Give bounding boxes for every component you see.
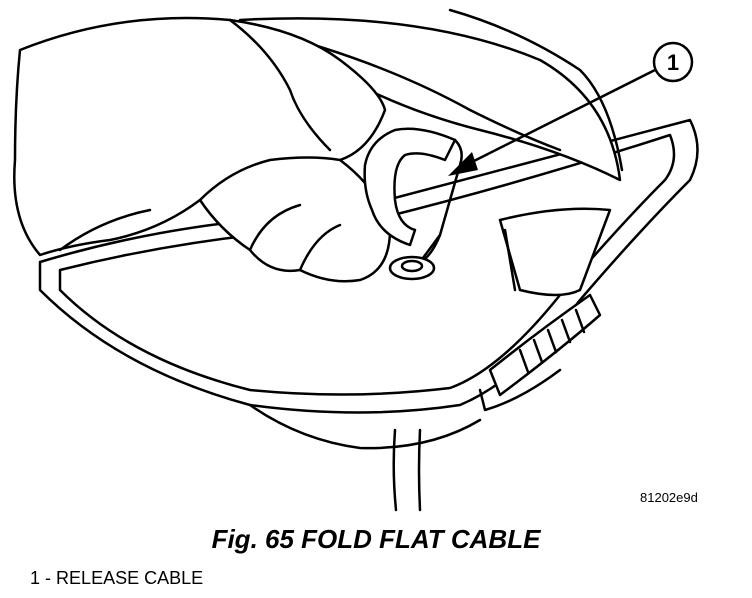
release-cable-handle xyxy=(363,127,457,247)
fold-flat-cable-illustration: 1 xyxy=(13,8,699,512)
lower-cable xyxy=(392,428,398,512)
legend-separator: - xyxy=(45,568,52,588)
figure-caption: Fig. 65 FOLD FLAT CABLE xyxy=(211,524,541,554)
callout-circle xyxy=(652,41,694,83)
hand xyxy=(13,16,392,283)
legend-number: 1 xyxy=(30,568,41,588)
callout-leader xyxy=(458,68,657,170)
callout-number: 1 xyxy=(667,50,679,75)
latch xyxy=(488,293,602,397)
legend-label: RELEASE CABLE xyxy=(56,568,204,588)
callout-arrowhead xyxy=(448,152,478,176)
figure-id: 81202e9d xyxy=(640,490,698,505)
legend-item: 1 - RELEASE CABLE xyxy=(30,568,203,589)
